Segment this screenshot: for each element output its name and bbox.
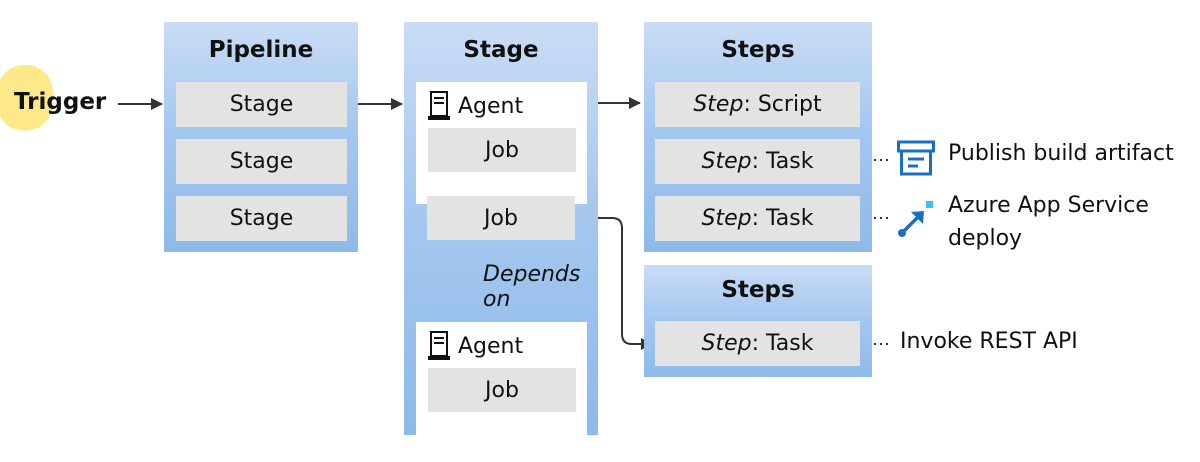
arrow-job-to-bottom-steps bbox=[576, 217, 653, 350]
build-agent-icon bbox=[428, 331, 450, 361]
steps-title-bottom: Steps bbox=[721, 277, 795, 303]
pipeline-stage-1[interactable]: Stage bbox=[176, 82, 347, 127]
build-agent-icon bbox=[428, 91, 450, 121]
steps-title-top: Steps bbox=[721, 37, 795, 63]
agent-label-1: Agent bbox=[458, 93, 524, 119]
agent-job-card-1: Agent Job bbox=[416, 82, 587, 204]
step-suffix: : Task bbox=[751, 206, 814, 231]
invoke-annotation: Invoke REST API bbox=[900, 329, 1078, 354]
step-prefix: Step bbox=[701, 331, 752, 356]
pipeline-stage-3[interactable]: Stage bbox=[176, 196, 347, 241]
step-script[interactable]: Step: Script bbox=[655, 82, 860, 127]
steps-panel-bottom: Steps Step: Task bbox=[644, 265, 872, 377]
artifact-box-icon bbox=[897, 140, 935, 176]
step-task-deploy[interactable]: Step: Task bbox=[655, 196, 860, 241]
azure-annotation-line-2: deploy bbox=[948, 226, 1023, 251]
step-task-rest[interactable]: Step: Task bbox=[655, 321, 860, 366]
azure-annotation-line-1: Azure App Service bbox=[948, 193, 1149, 218]
step-task-publish[interactable]: Step: Task bbox=[655, 139, 860, 184]
agent-row-1: Agent bbox=[428, 88, 523, 124]
step-suffix: : Script bbox=[743, 92, 822, 117]
stage-panel: Stage Agent Job Job Depends on bbox=[404, 22, 598, 444]
step-prefix: Step bbox=[693, 92, 744, 117]
step-suffix: : Task bbox=[751, 331, 814, 356]
depends-on-label: Depends on bbox=[483, 262, 580, 312]
azure-annotation: Azure App Service deploy bbox=[948, 189, 1149, 255]
agent-label-2: Agent bbox=[458, 333, 524, 359]
step-prefix: Step bbox=[701, 149, 752, 174]
pipeline-stage-2[interactable]: Stage bbox=[176, 139, 347, 184]
deploy-arrow-icon bbox=[898, 201, 933, 237]
steps-panel-top: Steps Step: Script Step: Task Step: Task bbox=[644, 22, 872, 252]
depends-on-line-1: Depends bbox=[483, 262, 581, 287]
publish-annotation: Publish build artifact bbox=[948, 141, 1174, 166]
agent-job-card-2: Agent Job bbox=[416, 322, 587, 444]
step-suffix: : Task bbox=[751, 149, 814, 174]
depends-on-line-2: on bbox=[483, 287, 511, 312]
stage-title: Stage bbox=[463, 37, 539, 63]
trigger-highlight bbox=[0, 64, 54, 131]
agent-job-2[interactable]: Job bbox=[428, 368, 576, 412]
standalone-job[interactable]: Job bbox=[427, 196, 575, 240]
pipeline-panel: Pipeline Stage Stage Stage bbox=[164, 22, 358, 252]
pipeline-title: Pipeline bbox=[208, 37, 314, 63]
trigger-label: Trigger bbox=[14, 89, 107, 115]
agent-job-1[interactable]: Job bbox=[428, 128, 576, 172]
step-prefix: Step bbox=[701, 206, 752, 231]
agent-row-2: Agent bbox=[428, 328, 523, 364]
